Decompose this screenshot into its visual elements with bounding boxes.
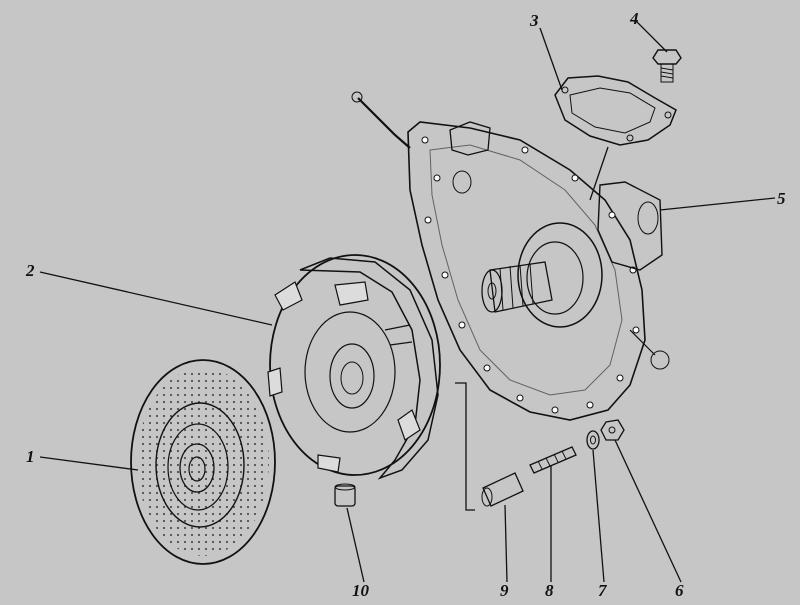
release-lever-rod (351, 91, 411, 149)
housing-flange-holes (421, 136, 640, 414)
callout-7: 7 (598, 581, 608, 600)
part-pin (334, 483, 356, 507)
callout-3: 3 (529, 11, 539, 30)
pressure-plate-lugs (267, 281, 421, 473)
callout-10: 10 (352, 581, 370, 600)
assembly-bracket-line (455, 382, 475, 511)
pressure-plate (267, 254, 441, 480)
callout-8: 8 (545, 581, 554, 600)
clutch-disc (130, 359, 276, 565)
part-washer (586, 430, 600, 450)
callout-1: 1 (26, 447, 35, 466)
callout-9: 9 (500, 581, 509, 600)
callout-4: 4 (629, 9, 639, 28)
part-bushing (481, 472, 524, 507)
cover-bolt (652, 49, 682, 83)
part-stud (529, 446, 577, 474)
clutch-housing (407, 121, 670, 421)
leader-lines (39, 19, 776, 583)
callout-2: 2 (25, 261, 35, 280)
callout-5: 5 (777, 189, 786, 208)
part-nut (600, 419, 625, 441)
inspection-cover (554, 75, 677, 146)
input-shaft (481, 222, 603, 328)
callout-labels: 1 2 3 4 5 6 7 8 9 10 (25, 9, 786, 600)
callout-6: 6 (675, 581, 684, 600)
